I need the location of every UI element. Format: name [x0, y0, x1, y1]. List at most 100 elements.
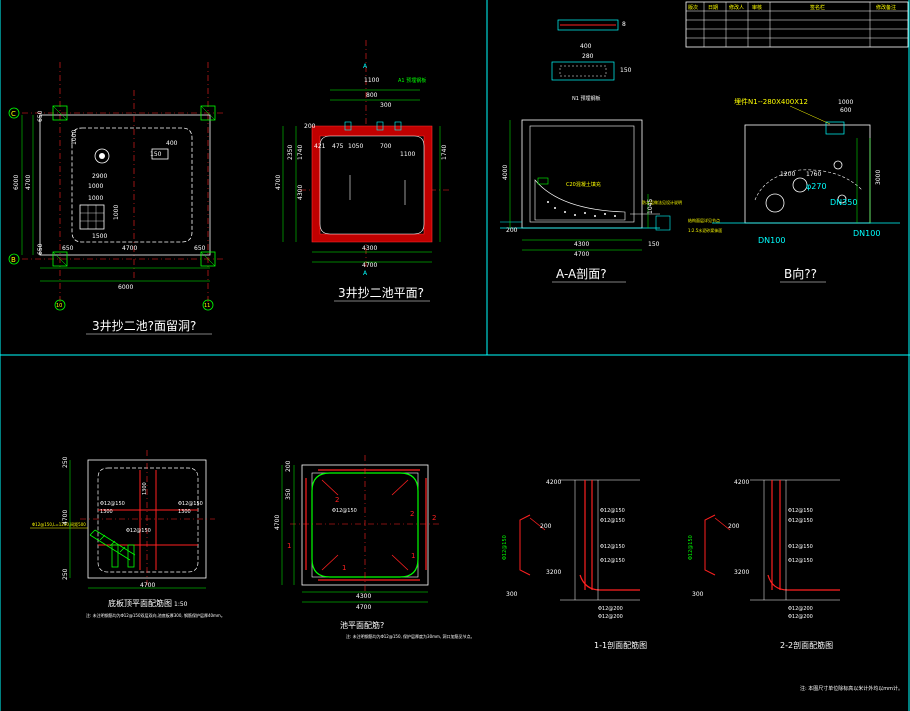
s22-r2: Φ12@150 — [788, 518, 813, 524]
s22-dim-300: 300 — [692, 591, 704, 598]
aa-dim-height: 4000 — [502, 165, 509, 180]
bp-rebar-3: Φ12@150 — [178, 501, 203, 507]
op-dim-total-h: 6000 — [13, 175, 20, 190]
tb-header-4: 审核 — [752, 4, 762, 11]
pool-dim-total-w: 4700 — [362, 262, 377, 269]
bp-rebar-5: Φ12@150 — [126, 528, 151, 534]
n1-dim-c: 8 — [622, 21, 626, 28]
axis-b-label: B — [11, 256, 16, 264]
section-22-title: 2-2剖面配筋图 — [780, 640, 833, 650]
pool-section-mark-a: A — [363, 63, 368, 70]
wp-mark-2: 2 — [410, 510, 414, 518]
axis-c-label: C — [11, 110, 16, 118]
n1-label: N1 预埋钢板 — [572, 95, 601, 102]
s11-dim-bot: 3200 — [546, 569, 561, 576]
s22-dim-200: 200 — [728, 523, 740, 530]
axis-10-label: 10 — [56, 303, 62, 309]
bp-rebar-6: 1300 — [142, 482, 148, 495]
aa-dim-total: 4700 — [574, 251, 589, 258]
opening-plan-view: C B 10 11 6000 4700 650 650 6000 4700 10… — [8, 62, 225, 335]
s11-dim-200: 200 — [540, 523, 552, 530]
bottom-plate-view: Φ12@150,L=1200,间距500 Φ12@150 1300 Φ12@15… — [30, 450, 225, 618]
s11-r2: Φ12@150 — [600, 518, 625, 524]
s22-dim-bot: 3200 — [734, 569, 749, 576]
bottom-plate-scale: 1:50 — [174, 601, 188, 608]
b-dn100-b: DN100 — [853, 229, 880, 238]
wp-mark-2c: 2 — [432, 514, 436, 522]
bp-rebar-1: Φ12@150 — [100, 501, 125, 507]
aa-dim-1045: 1045 — [647, 199, 654, 214]
s11-r3: Φ12@150 — [600, 544, 625, 550]
pool-dim-200: 200 — [304, 123, 316, 130]
aa-note-c20: C20混凝土填充 — [566, 181, 601, 188]
op-dim-h: 150 — [150, 151, 162, 158]
n1-dim-a: 400 — [580, 43, 592, 50]
tb-header-3: 修改人 — [729, 4, 744, 11]
aa-note-right-2: 结构面层详见节点 — [688, 217, 720, 223]
bottom-plate-title: 底板顶平面配筋图 — [108, 598, 172, 608]
bp-dim-250a: 250 — [62, 456, 69, 468]
axis-11-label: 11 — [204, 303, 210, 309]
n1-dim-b: 280 — [582, 53, 594, 60]
b-dim-3000: 3000 — [875, 170, 882, 185]
op-dim-top: 650 — [37, 110, 44, 122]
pool-dim-2350: 2350 — [287, 145, 294, 160]
pool-plan-view: A A 4300 4700 1100 800 300 1050 700 1100… — [275, 40, 450, 302]
wall-plan-view: 1 2 1 2 1 2 Φ12@150 4300 4700 4700 200 3… — [274, 455, 474, 639]
pool-dim-800: 800 — [366, 92, 378, 99]
bp-dim-height: 4700 — [62, 510, 69, 525]
wp-mark-1: 1 — [287, 542, 291, 550]
bp-dim-250b: 250 — [62, 568, 69, 580]
wp-dim-4700v: 4700 — [274, 515, 281, 530]
pool-dim-1050: 1050 — [348, 143, 363, 150]
op-dim-inner-w: 4700 — [122, 245, 137, 252]
wall-plan-title: 池平面配筋? — [340, 620, 384, 630]
view-b-title: B向?? — [784, 266, 817, 281]
op-dim-f: 400 — [166, 140, 178, 147]
opening-plan-title: 3井抄二池?面留洞? — [92, 319, 196, 333]
section-11-title: 1-1剖面配筋图 — [594, 640, 647, 650]
op-dim-inner-h: 4700 — [25, 175, 32, 190]
pool-dim-700: 700 — [380, 143, 392, 150]
s22-dim-top: 4200 — [734, 479, 749, 486]
pool-dim-300: 300 — [380, 102, 392, 109]
wp-mark-1b: 1 — [342, 564, 346, 572]
s22-left-label: Φ12@150 — [688, 535, 694, 560]
tb-header-5: 签名栏 — [810, 4, 825, 11]
pool-dim-left-inner: 4300 — [297, 185, 304, 200]
aa-note-right-3: 1:2.5水泥砂浆抹面 — [688, 227, 722, 233]
aa-dim-150: 150 — [648, 241, 660, 248]
s22-r6: Φ12@200 — [788, 614, 813, 620]
wall-plan-note: 注: 未注明钢筋均为Φ12@150, 保护层厚度为30mm, 洞口加筋见节点。 — [346, 633, 474, 639]
bottom-plate-note: 注: 未注明钢筋均为Φ12@150双层双向,池底板厚300, 钢筋保护层厚40m… — [86, 612, 225, 618]
tb-header-2: 日期 — [708, 5, 718, 11]
bp-rebar-4: 1300 — [178, 509, 191, 515]
op-dim-side-r: 650 — [194, 245, 206, 252]
n1-dim-d: 150 — [620, 67, 632, 74]
op-dim-b: 2900 — [92, 173, 107, 180]
b-embed-label: 埋件N1--280X400X12 — [734, 97, 808, 106]
pool-section-mark-a-bottom: A — [363, 270, 368, 277]
b-dim-1200: 1200 — [780, 171, 795, 178]
s11-r1: Φ12@150 — [600, 508, 625, 514]
s22-r1: Φ12@150 — [788, 508, 813, 514]
bp-leader-note: Φ12@150,L=1200,间距500 — [32, 521, 86, 527]
op-dim-d: 1500 — [92, 233, 107, 240]
b-dim-1760: 1760 — [806, 171, 821, 178]
pool-dim-1740r: 1740 — [441, 145, 448, 160]
tb-header-1: 版次 — [688, 4, 698, 11]
pool-note: A1 预埋钢板 — [398, 77, 426, 84]
op-dim-side-l: 650 — [62, 245, 74, 252]
section-aa-view: N1 预埋钢板 400 280 8 150 C20混凝土填充 防水层做法见设计说… — [500, 19, 722, 283]
b-dn100-a: DN100 — [758, 236, 785, 245]
s22-r4: Φ12@150 — [788, 558, 813, 564]
pool-dim-1100b: 1100 — [400, 151, 415, 158]
section-11-view: Φ12@150 4200 3200 200 300 Φ12@150 Φ12@15… — [502, 479, 647, 650]
pool-dim-421: 421 — [314, 143, 326, 150]
wp-rebar-label: Φ12@150 — [332, 508, 357, 514]
s11-left-label: Φ12@150 — [502, 535, 508, 560]
wp-mark-2b: 2 — [335, 496, 339, 504]
pool-dim-left-total: 4700 — [275, 175, 282, 190]
